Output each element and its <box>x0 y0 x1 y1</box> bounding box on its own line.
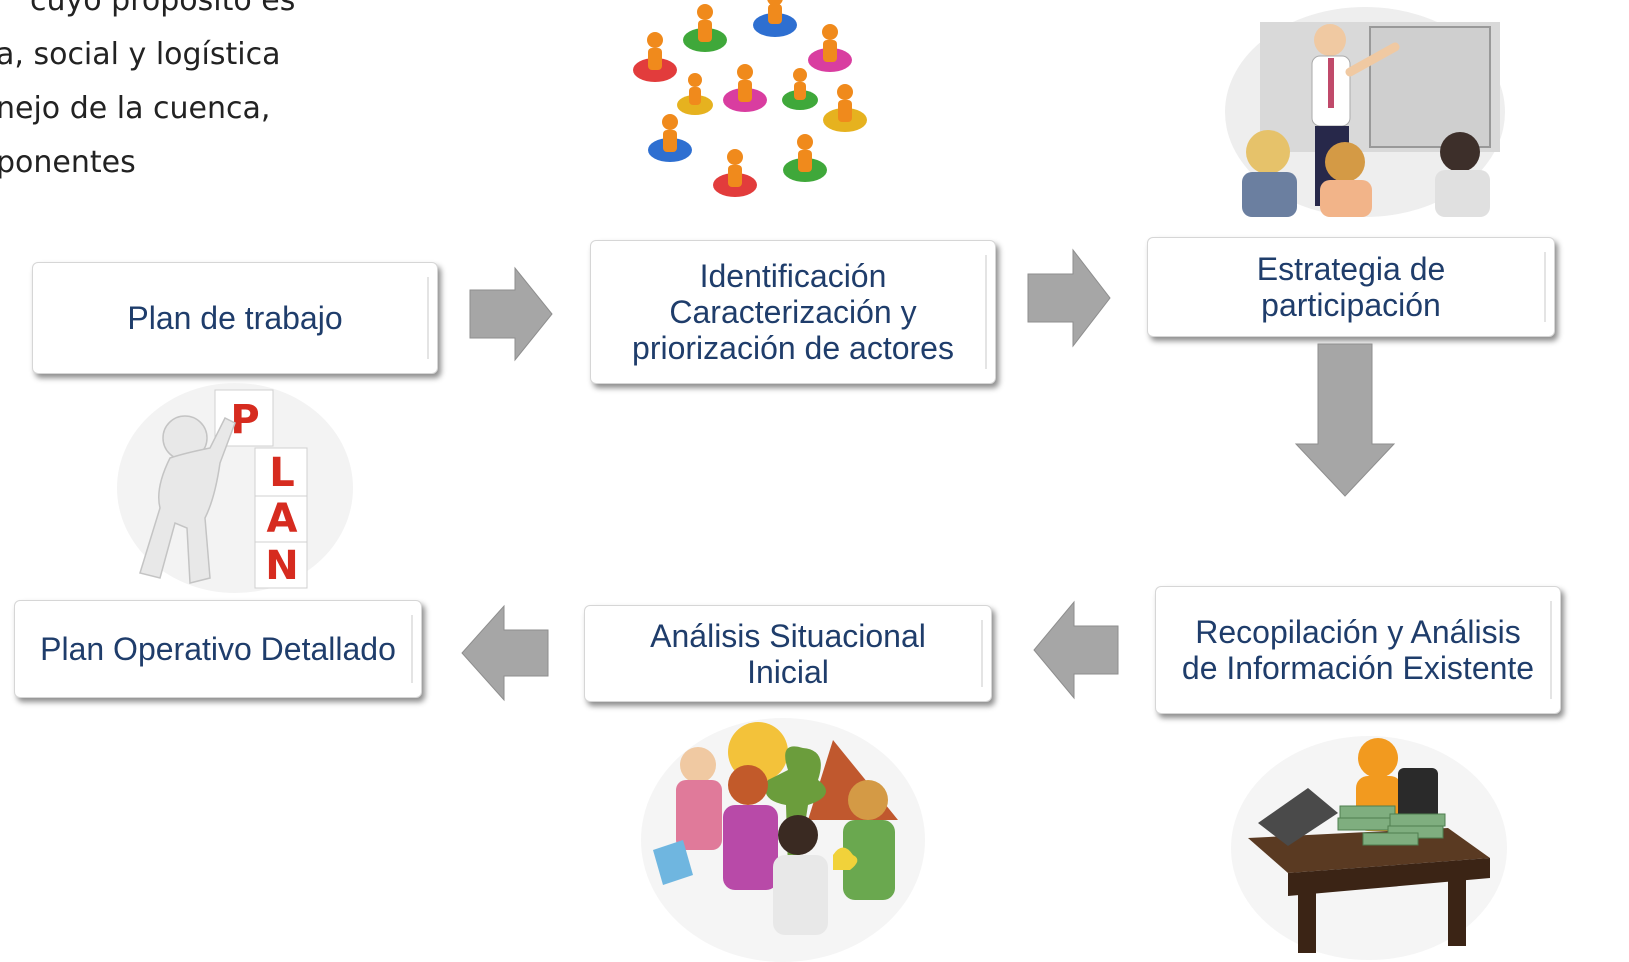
office-desk-money-illustration <box>1228 728 1510 962</box>
plan-letter-n: N <box>265 543 298 589</box>
step-plan-de-trabajo: Plan de trabajo <box>32 262 438 374</box>
step-plan-de-trabajo-label: Plan de trabajo <box>127 300 343 336</box>
arrow-left-2 <box>461 604 549 702</box>
step-plan-operativo-label: Plan Operativo Detallado <box>40 631 396 667</box>
step-plan-operativo: Plan Operativo Detallado <box>14 600 422 698</box>
arrow-right-1 <box>469 266 553 362</box>
step-identificacion-actores: Identificación Caracterización y prioriz… <box>590 240 996 384</box>
step-recopilacion-informacion-label: Recopilación y Análisis de Información E… <box>1181 614 1535 686</box>
intro-line-3: nejo de la cuenca, <box>0 91 271 126</box>
step-analisis-situacional-label: Análisis Situacional Inicial <box>650 617 926 690</box>
step-estrategia-participacion-label: Estrategia de participación <box>1256 251 1446 323</box>
step-identificacion-actores-label: Identificación Caracterización y prioriz… <box>632 258 954 366</box>
arrow-left-1 <box>1033 600 1119 700</box>
arrow-down <box>1294 343 1396 497</box>
plan-letter-p: P <box>230 397 259 443</box>
plan-letter-a: A <box>267 496 298 542</box>
intro-line-4: ponentes <box>0 145 136 180</box>
children-drawing-illustration <box>638 710 928 962</box>
team-puzzle-illustration <box>615 0 885 205</box>
step-analisis-situacional: Análisis Situacional Inicial <box>584 605 992 702</box>
step-recopilacion-informacion: Recopilación y Análisis de Información E… <box>1155 586 1561 714</box>
step-estrategia-participacion: Estrategia de participación <box>1147 237 1555 337</box>
plan-cubes-illustration: P L A N <box>115 378 360 593</box>
intro-line-1: cuyo propósito es <box>30 0 296 18</box>
classroom-presentation-illustration <box>1220 2 1510 217</box>
arrow-right-2 <box>1027 248 1111 348</box>
plan-letter-l: L <box>269 450 295 496</box>
intro-line-2: a, social y logística <box>0 37 281 72</box>
